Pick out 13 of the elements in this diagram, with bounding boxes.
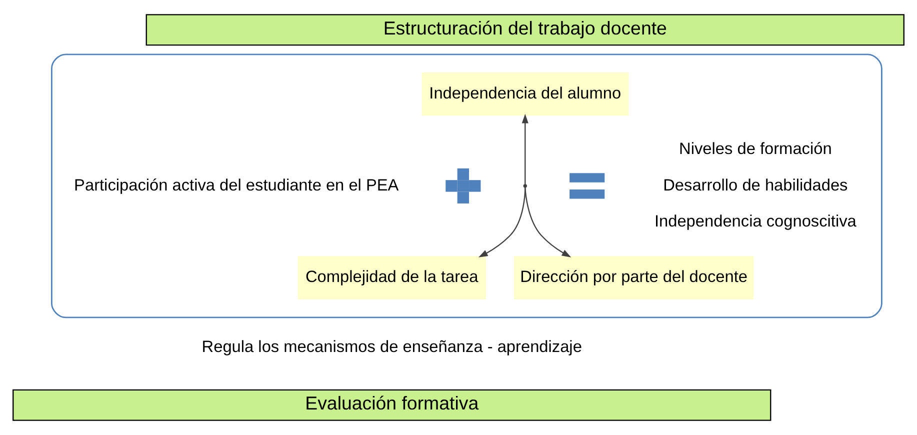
cluster xyxy=(50,54,882,318)
node-text: Niveles de formación Desarrollo de habilidades Independencia cognoscitiva xyxy=(654,140,856,230)
node-box: Independencia del alumno xyxy=(422,72,629,116)
node-box: Evaluación formativa xyxy=(12,389,772,421)
label: Regula los mecanismos de enseñanza - aprendizaje xyxy=(202,338,582,356)
node-text: Participación activa del estudiante en el PEA xyxy=(74,176,399,194)
node-box: Estructuración del trabajo docente xyxy=(146,14,904,46)
arrow xyxy=(522,114,528,185)
node-point xyxy=(523,184,527,188)
arrow xyxy=(478,187,526,258)
arrow xyxy=(524,187,572,258)
node-box: Dirección por parte del docente xyxy=(514,256,754,300)
node-box: Complejidad de la tarea xyxy=(298,256,486,300)
